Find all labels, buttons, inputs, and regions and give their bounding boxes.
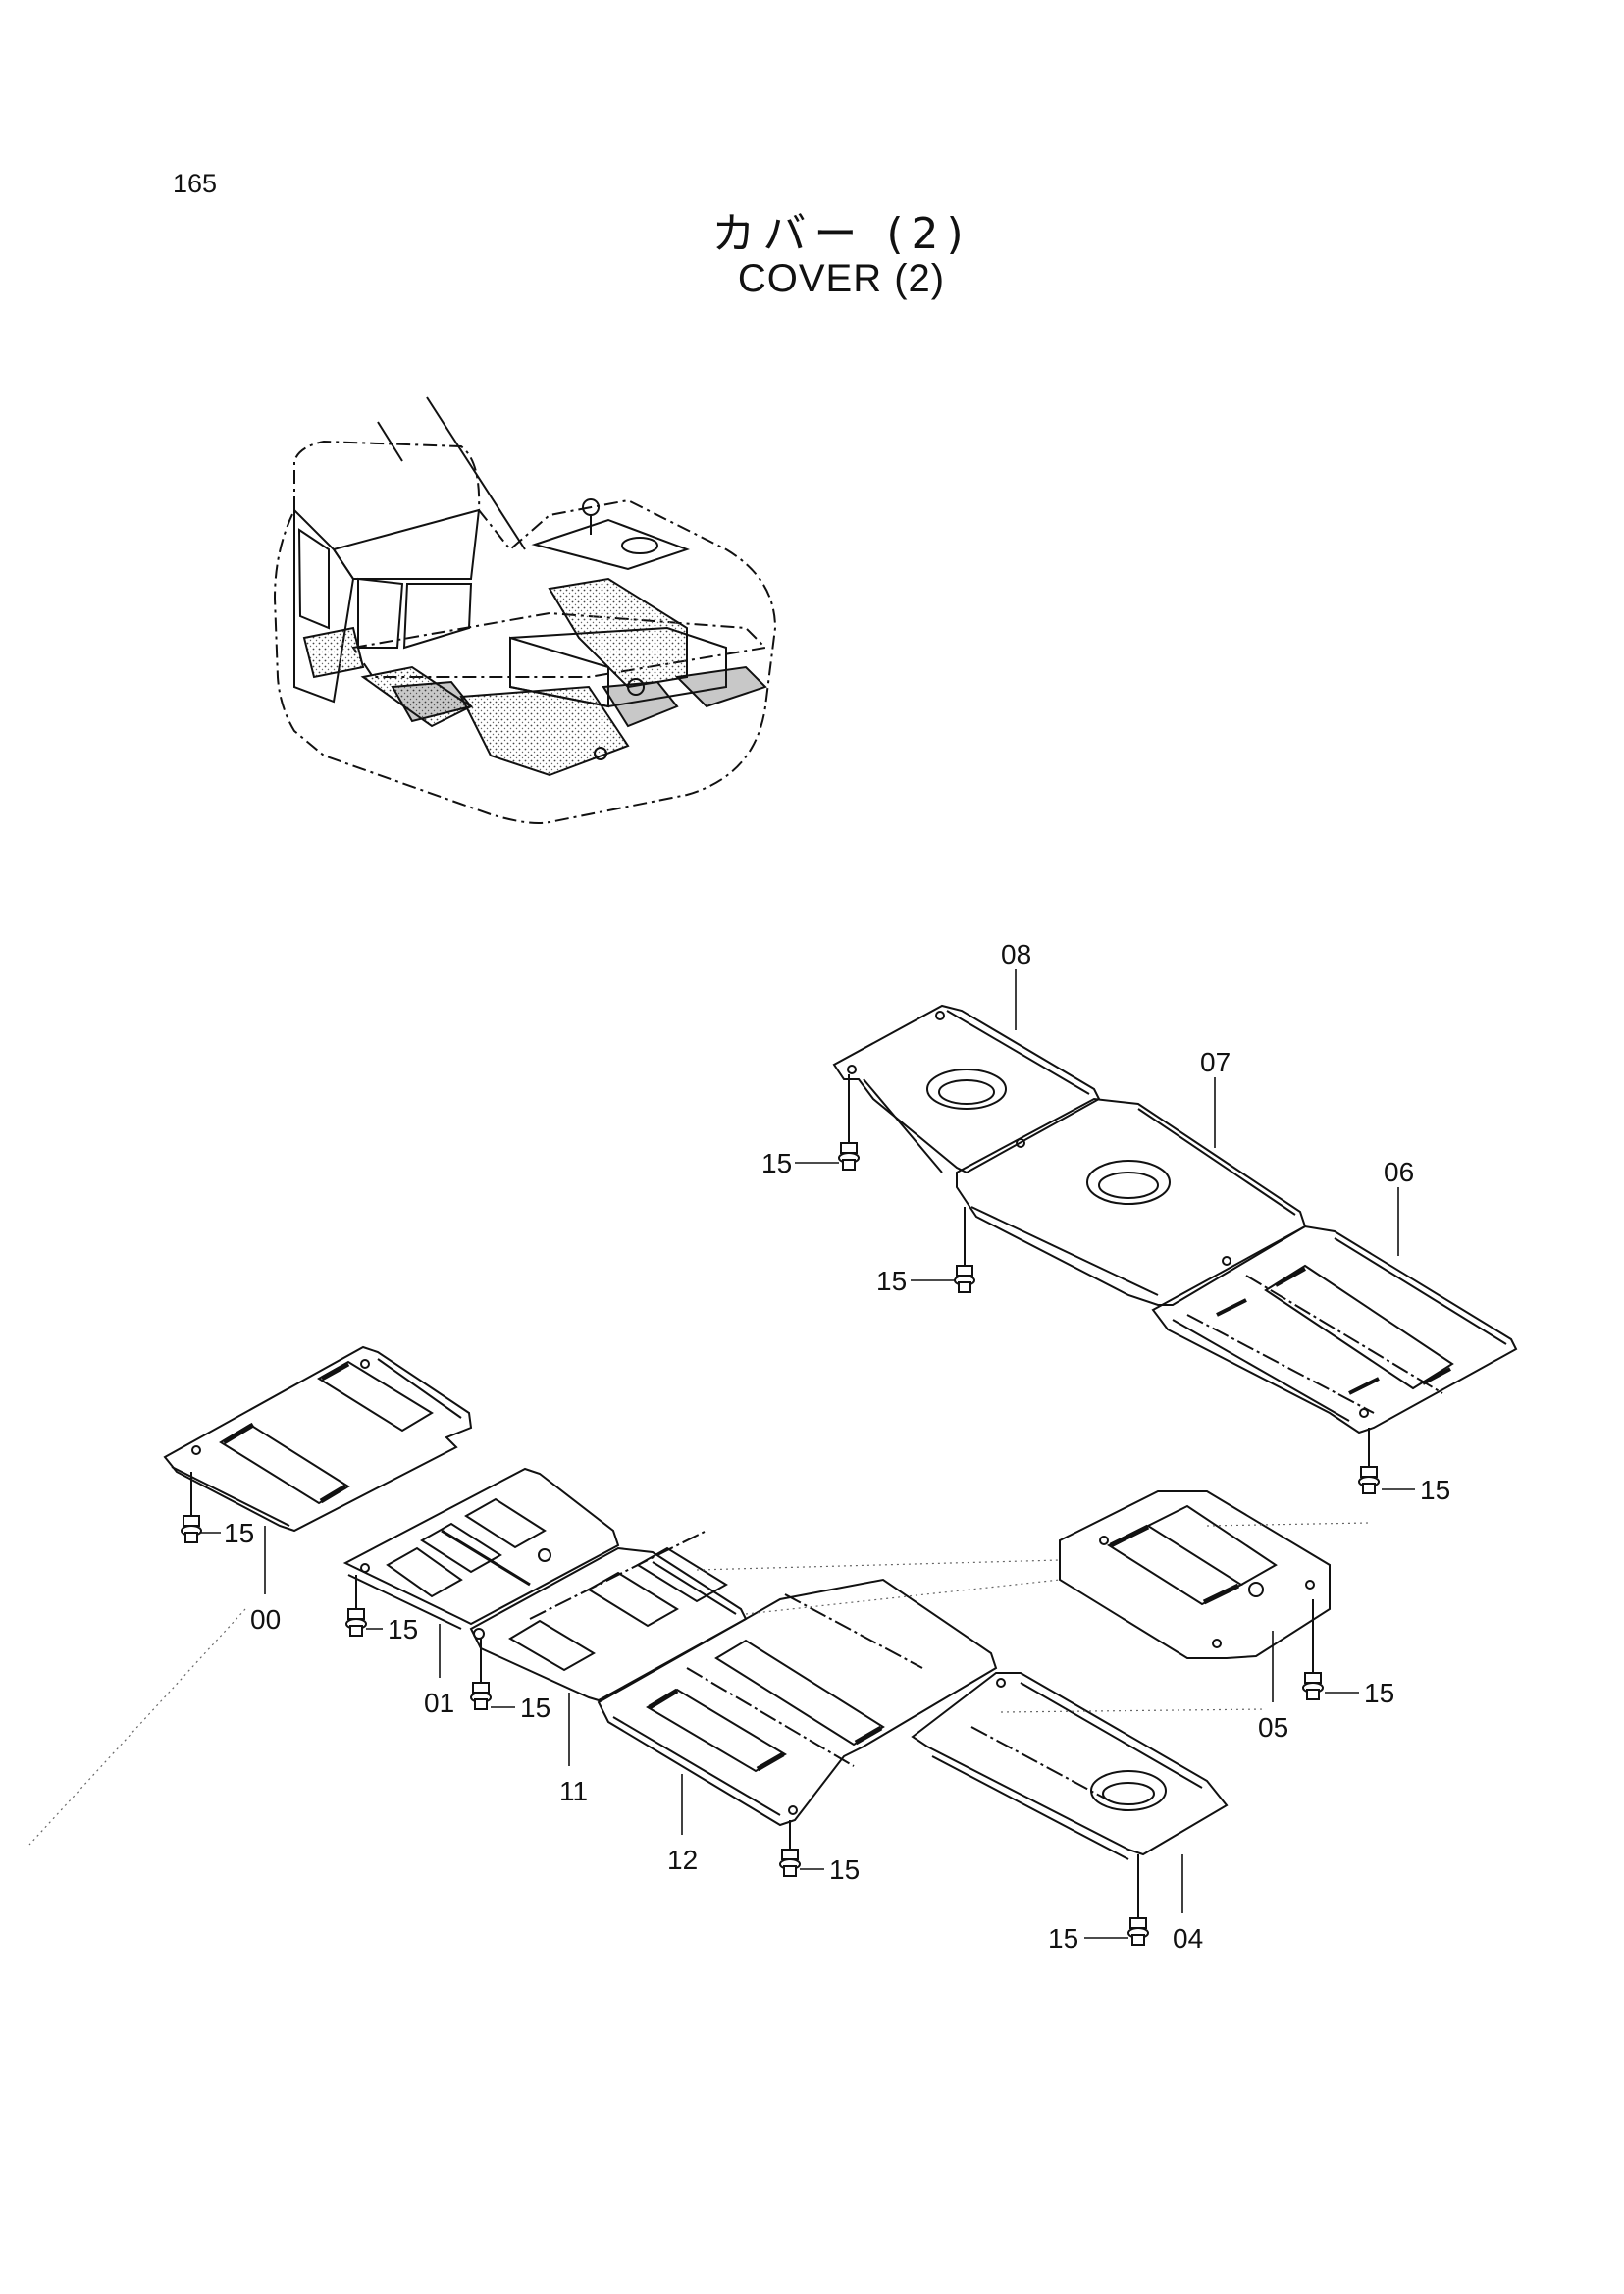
callout-15-i: 15	[1048, 1923, 1078, 1954]
callout-15-g: 15	[829, 1854, 860, 1885]
dotted-leader-lines	[28, 1522, 1370, 1846]
callout-07: 07	[1200, 1047, 1231, 1077]
page-title-english: COVER (2)	[737, 257, 946, 300]
bolt-2	[954, 1207, 975, 1293]
callout-15-f: 15	[520, 1693, 550, 1723]
floor-cover-upper-assembly	[832, 1004, 1518, 1434]
callout-06: 06	[1384, 1157, 1414, 1187]
callout-04: 04	[1173, 1923, 1203, 1954]
callout-12: 12	[667, 1845, 698, 1875]
callout-15-a: 15	[761, 1148, 792, 1178]
page-title-japanese: カバー (2)	[711, 209, 971, 259]
callout-15-h: 15	[1364, 1678, 1394, 1708]
page-number: 165	[173, 169, 218, 198]
floor-cover-lower-assembly	[342, 1467, 1229, 1860]
floor-cover-00	[163, 1345, 473, 1533]
bolt-4	[181, 1472, 202, 1543]
bolt-3	[1358, 1428, 1380, 1494]
callout-05: 05	[1258, 1712, 1288, 1743]
callout-15-d: 15	[224, 1518, 254, 1548]
callout-15-c: 15	[1420, 1475, 1450, 1505]
bolt-8	[779, 1820, 801, 1877]
callout-leaders	[201, 969, 1415, 1939]
callout-11: 11	[559, 1776, 588, 1806]
callout-labels: 08 07 06 15 15 15 15 15 15 15 15 15 00 0…	[224, 939, 1450, 1954]
bolt-9	[1127, 1854, 1149, 1946]
floor-cover-05	[1059, 1490, 1331, 1659]
bolt-1	[838, 1074, 860, 1171]
callout-01: 01	[424, 1688, 454, 1718]
callout-00: 00	[250, 1604, 281, 1635]
bolt-5	[345, 1575, 367, 1637]
callout-15-b: 15	[876, 1266, 907, 1296]
callout-08: 08	[1001, 939, 1031, 969]
callout-15-e: 15	[388, 1614, 418, 1644]
machine-overview-illustration	[273, 396, 777, 824]
bolt-7	[1302, 1599, 1324, 1700]
bolts	[181, 1074, 1380, 1946]
bolt-6	[470, 1639, 492, 1710]
